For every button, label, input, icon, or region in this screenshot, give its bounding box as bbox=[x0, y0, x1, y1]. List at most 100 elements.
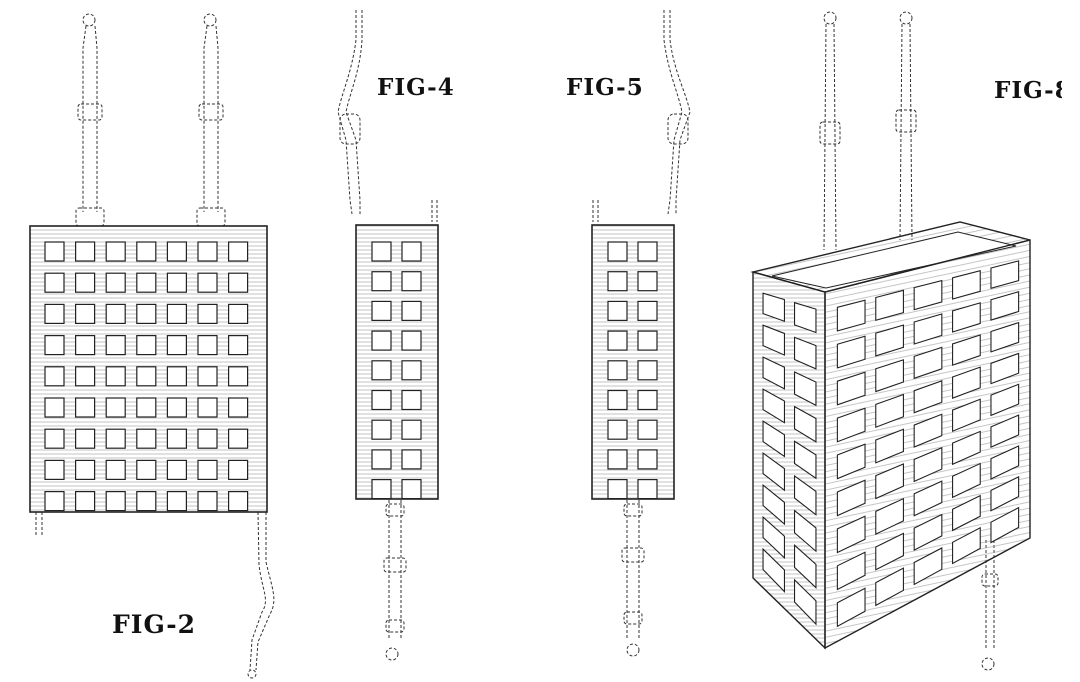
window-cell bbox=[952, 462, 981, 499]
window-cell bbox=[762, 324, 786, 356]
window-cell bbox=[197, 303, 218, 324]
window-cell bbox=[607, 479, 628, 500]
window-cell bbox=[228, 428, 249, 449]
fig8-side-cells bbox=[762, 292, 817, 626]
window-cell bbox=[197, 397, 218, 418]
window-cell bbox=[228, 491, 249, 512]
window-cell bbox=[607, 271, 628, 292]
window-cell bbox=[913, 446, 943, 483]
window-cell bbox=[74, 459, 96, 480]
window-cell bbox=[875, 463, 904, 500]
window-cell bbox=[44, 459, 65, 480]
window-cell bbox=[197, 335, 218, 356]
fig5-cells bbox=[607, 241, 658, 500]
window-cell bbox=[74, 241, 96, 262]
window-cell bbox=[607, 300, 628, 321]
window-cell bbox=[371, 271, 392, 292]
window-cell bbox=[637, 241, 658, 262]
window-cell bbox=[762, 515, 786, 560]
window-cell bbox=[105, 241, 126, 262]
window-cell bbox=[401, 479, 422, 500]
window-cell bbox=[990, 414, 1020, 449]
window-cell bbox=[990, 291, 1020, 321]
window-cell bbox=[197, 272, 218, 293]
window-cell bbox=[166, 459, 187, 480]
window-cell bbox=[793, 578, 817, 626]
window-cell bbox=[952, 398, 981, 433]
window-cell bbox=[762, 420, 786, 458]
window-cell bbox=[836, 587, 866, 628]
window-cell bbox=[44, 491, 65, 512]
window-cell bbox=[913, 380, 943, 414]
window-cell bbox=[875, 532, 904, 571]
window-cell bbox=[228, 272, 249, 293]
window-cell bbox=[44, 428, 65, 449]
window-cell bbox=[836, 515, 866, 554]
window-cell bbox=[228, 366, 249, 387]
window-cell bbox=[74, 397, 96, 418]
window-cell bbox=[607, 419, 628, 440]
window-cell bbox=[607, 389, 628, 411]
window-cell bbox=[228, 241, 249, 262]
window-cell bbox=[371, 330, 392, 351]
window-cell bbox=[990, 260, 1020, 290]
fig5-straps bbox=[592, 10, 691, 657]
window-cell bbox=[836, 371, 866, 406]
window-cell bbox=[637, 271, 658, 292]
window-cell bbox=[762, 356, 786, 390]
window-cell bbox=[136, 241, 157, 262]
window-cell bbox=[44, 241, 65, 262]
window-cell bbox=[637, 360, 658, 381]
fig8-label: FIG-8 bbox=[994, 77, 1072, 104]
window-cell bbox=[952, 526, 981, 565]
window-cell bbox=[637, 419, 658, 440]
window-cell bbox=[371, 389, 392, 411]
window-cell bbox=[793, 371, 817, 407]
fig4-straps bbox=[337, 10, 438, 661]
window-cell bbox=[371, 360, 392, 381]
window-cell bbox=[371, 300, 392, 321]
window-cell bbox=[74, 272, 96, 293]
figure-5: FIG-5 bbox=[566, 10, 691, 657]
window-cell bbox=[228, 303, 249, 324]
window-cell bbox=[607, 330, 628, 351]
window-cell bbox=[836, 335, 866, 369]
window-cell bbox=[105, 366, 126, 387]
window-cell bbox=[401, 360, 422, 381]
window-cell bbox=[136, 491, 157, 512]
fig8-front-cells bbox=[836, 260, 1020, 628]
window-cell bbox=[371, 241, 392, 262]
window-cell bbox=[197, 491, 218, 512]
window-cell bbox=[44, 272, 65, 293]
window-cell bbox=[875, 359, 904, 393]
window-cell bbox=[74, 303, 96, 324]
window-cell bbox=[136, 335, 157, 356]
fig4-label: FIG-4 bbox=[377, 74, 455, 101]
window-cell bbox=[401, 241, 422, 262]
window-cell bbox=[228, 397, 249, 418]
window-cell bbox=[793, 336, 817, 370]
window-cell bbox=[952, 366, 981, 399]
window-cell bbox=[105, 491, 126, 512]
window-cell bbox=[136, 303, 157, 324]
fig5-panel bbox=[591, 224, 675, 500]
window-cell bbox=[875, 567, 904, 607]
window-cell bbox=[166, 397, 187, 418]
window-cell bbox=[166, 303, 187, 324]
window-cell bbox=[105, 397, 126, 418]
window-cell bbox=[793, 405, 817, 443]
window-cell bbox=[607, 241, 628, 262]
window-cell bbox=[793, 301, 817, 334]
window-cell bbox=[952, 494, 981, 532]
window-cell bbox=[836, 479, 866, 517]
window-cell bbox=[762, 388, 786, 424]
window-cell bbox=[913, 279, 943, 311]
window-cell bbox=[371, 449, 392, 470]
window-cell bbox=[793, 474, 817, 516]
window-cell bbox=[913, 346, 943, 380]
window-cell bbox=[401, 389, 422, 411]
window-cell bbox=[166, 241, 187, 262]
window-cell bbox=[228, 335, 249, 356]
window-cell bbox=[74, 491, 96, 512]
